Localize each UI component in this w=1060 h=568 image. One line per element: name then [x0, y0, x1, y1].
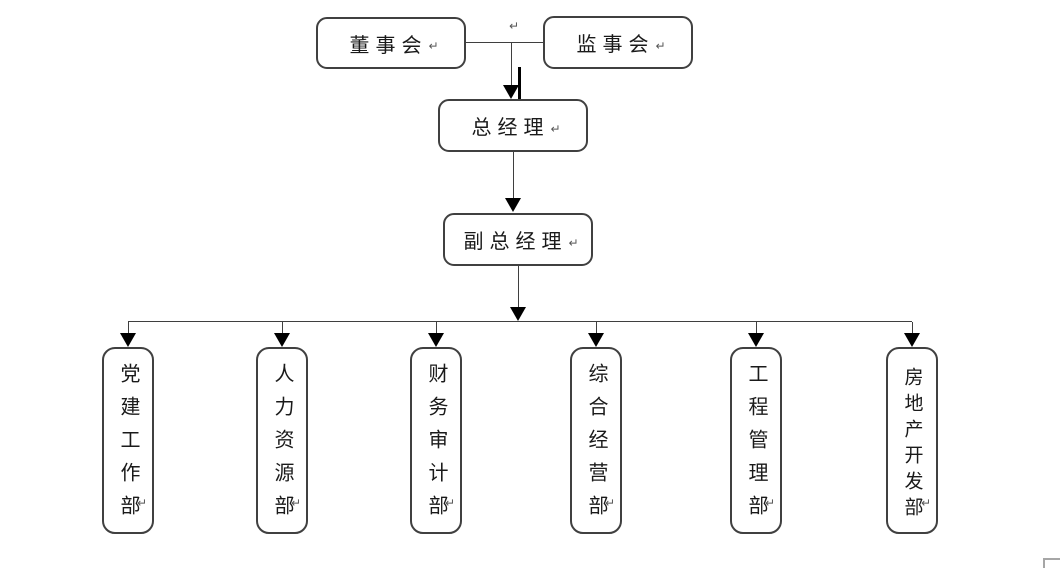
paragraph-mark-icon: ↵	[655, 38, 666, 53]
paragraph-mark-icon: ↵	[550, 121, 561, 136]
node-finance-audit-dept[interactable]: 财务审计部 ↵	[410, 347, 462, 534]
connector-gm-to-dgm	[513, 152, 514, 199]
node-label: 总经理	[471, 117, 550, 139]
node-label: 董事会	[349, 34, 428, 57]
arrowhead-down-icon	[505, 198, 521, 212]
node-engineering-management-dept[interactable]: 工程管理部 ↵	[730, 347, 782, 534]
node-label: 党建工作部	[117, 363, 139, 528]
arrowhead-down-icon	[904, 333, 920, 347]
connector-department-bus	[128, 321, 912, 322]
paragraph-mark-icon: ↵	[605, 496, 616, 510]
node-supervisory-board[interactable]: 监事会↵	[543, 16, 693, 69]
page-corner-marker	[1043, 558, 1060, 560]
paragraph-mark-icon: ↵	[137, 496, 148, 510]
arrowhead-down-icon	[503, 85, 519, 99]
node-party-building-dept[interactable]: 党建工作部 ↵	[102, 347, 154, 534]
arrowhead-down-icon	[274, 333, 290, 347]
node-real-estate-development-dept[interactable]: 房地产开发部 ↵	[886, 347, 938, 534]
node-general-manager[interactable]: 总经理↵	[438, 99, 588, 152]
arrowhead-down-icon	[588, 333, 604, 347]
node-label: 财务审计部	[425, 363, 447, 528]
paragraph-mark-icon: ↵	[568, 235, 579, 250]
connector-dgm-to-bus	[518, 266, 519, 308]
page-corner-marker	[1043, 558, 1045, 568]
connector-junction-to-gm	[511, 43, 512, 86]
connector-stub	[596, 322, 597, 333]
connector-stub	[128, 322, 129, 333]
connector-board-supervisory	[466, 42, 543, 43]
node-label: 监事会	[576, 34, 655, 56]
paragraph-mark-icon: ↵	[291, 496, 302, 510]
paragraph-mark-icon: ↵	[921, 496, 932, 510]
paragraph-mark-icon: ↵	[445, 496, 456, 510]
connector-stub	[756, 322, 757, 333]
arrowhead-down-icon	[120, 333, 136, 347]
connector-stub	[436, 322, 437, 333]
paragraph-mark-icon: ↵	[765, 496, 776, 510]
connector-stub	[282, 322, 283, 333]
arrowhead-down-icon	[510, 307, 526, 321]
node-label: 工程管理部	[745, 363, 767, 528]
connector-stub	[912, 322, 913, 333]
arrowhead-down-icon	[748, 333, 764, 347]
node-label: 综合经营部	[585, 363, 607, 528]
node-deputy-general-manager[interactable]: 副总经理↵	[443, 213, 593, 266]
arrowhead-down-icon	[428, 333, 444, 347]
paragraph-mark-icon: ↵	[428, 39, 439, 53]
paragraph-mark-icon: ↵	[509, 19, 520, 33]
text-cursor-artifact	[518, 67, 521, 115]
node-label: 房地产开发部	[901, 366, 923, 523]
node-human-resources-dept[interactable]: 人力资源部 ↵	[256, 347, 308, 534]
node-label: 副总经理	[463, 231, 568, 253]
node-label: 人力资源部	[271, 363, 293, 528]
node-board-of-directors[interactable]: 董事会↵	[316, 17, 466, 69]
node-comprehensive-operations-dept[interactable]: 综合经营部 ↵	[570, 347, 622, 534]
